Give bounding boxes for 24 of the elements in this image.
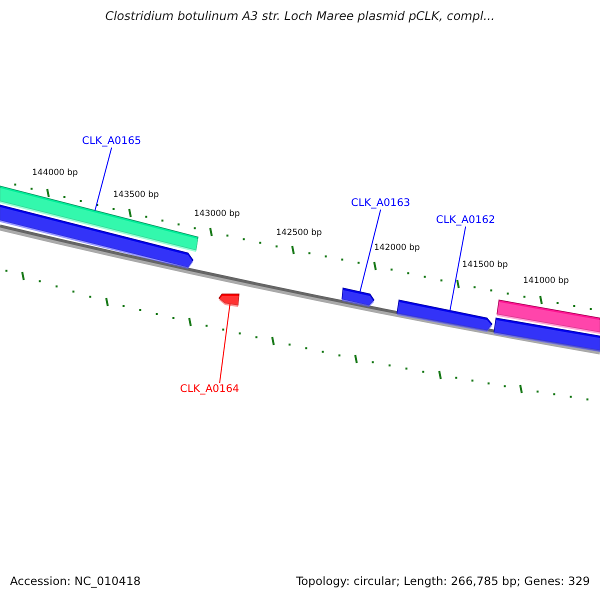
footer-text: Accession: NC_010418	[10, 575, 141, 589]
leader-line	[450, 226, 466, 311]
gene-label: CLK_A0164	[180, 383, 240, 396]
tick-label: 141500 bp	[462, 260, 508, 270]
tick-label: 143500 bp	[113, 190, 159, 200]
gene-label: CLK_A0165	[82, 135, 142, 148]
tick-label: 141000 bp	[523, 276, 569, 286]
gene-label: CLK_A0163	[351, 197, 410, 210]
gene-arrow	[0, 204, 194, 269]
gene-arrow	[218, 294, 240, 307]
leader-line	[360, 209, 382, 292]
gene-arrow	[342, 288, 375, 307]
footer-text: Topology: circular; Length: 266,785 bp; Genes: 329	[296, 575, 590, 589]
title: Clostridium botulinum A3 str. Loch Maree plasmid pCLK, compl...	[104, 9, 496, 24]
gene-bar	[496, 300, 600, 334]
tick-label: 143000 bp	[194, 209, 240, 220]
tick-label: 144000 bp	[32, 168, 78, 178]
gene-arrow	[396, 300, 493, 332]
gene-label: CLK_A0162	[436, 214, 496, 227]
tick-label: 142000 bp	[374, 243, 420, 254]
gene-bar	[494, 318, 600, 352]
tick-label: 142500 bp	[276, 228, 322, 238]
leader-line	[219, 303, 230, 384]
leader-line	[94, 147, 112, 211]
